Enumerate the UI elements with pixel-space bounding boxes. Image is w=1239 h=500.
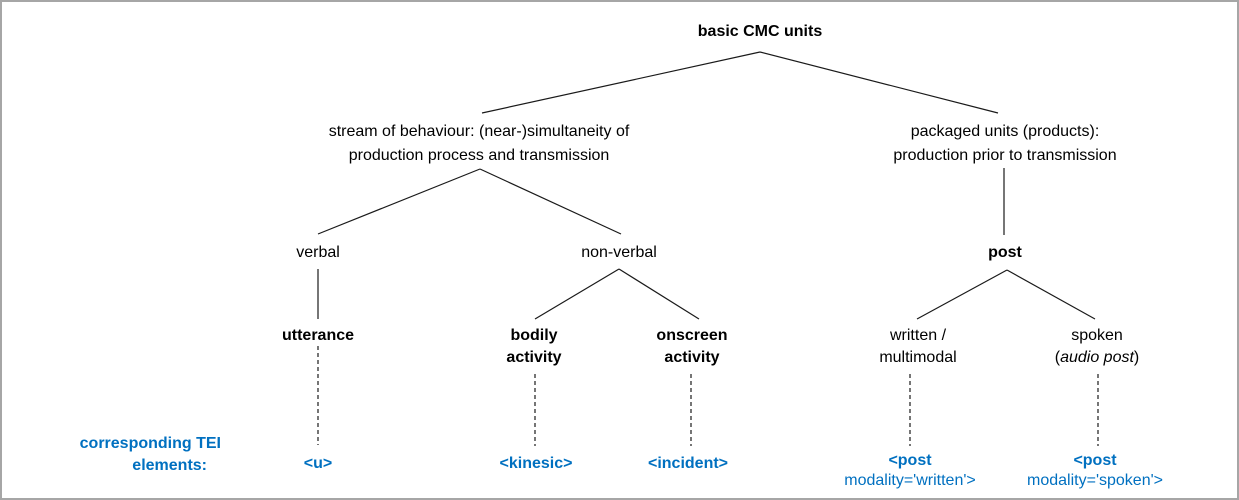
node-basic-cmc-units: basic CMC units <box>697 23 823 40</box>
connector-post-spoken <box>1006 269 1096 320</box>
connector-post-written <box>916 269 1008 320</box>
tei-post-written-line1: <post <box>888 452 932 469</box>
tei-element-u: <u> <box>303 455 333 472</box>
node-spoken-audio-post: spoken (audio post) <box>1055 325 1140 369</box>
node-packaged-line1: packaged units (products): <box>910 123 1100 140</box>
connector-nonverbal-onscreen <box>618 268 700 320</box>
tei-post-spoken-line1: <post <box>1073 452 1117 469</box>
tei-element-kinesic: <kinesic> <box>499 455 573 472</box>
paren-open: ( <box>1054 349 1061 366</box>
connector-root-packaged <box>759 51 999 114</box>
connector-stream-nonverbal <box>479 168 622 235</box>
connector-nonverbal-bodily <box>534 268 620 320</box>
node-written-line2: multimodal <box>879 349 957 366</box>
node-written-line1: written / <box>889 327 947 344</box>
node-stream-of-behaviour: stream of behaviour: (near-)simultaneity… <box>329 120 630 168</box>
node-stream-line2: production process and transmission <box>348 147 610 164</box>
tei-element-post-spoken: <post modality='spoken'> <box>1027 451 1163 491</box>
connector-stream-verbal <box>317 168 481 235</box>
audio-post-italic: audio post <box>1060 349 1134 366</box>
tei-row-label-line1: corresponding TEI <box>79 435 221 452</box>
tei-element-incident: <incident> <box>647 455 729 472</box>
node-onscreen-activity: onscreen activity <box>656 325 727 369</box>
node-packaged-line2: production prior to transmission <box>893 147 1117 164</box>
node-nonverbal: non-verbal <box>581 244 657 261</box>
connector-root-stream <box>481 51 761 114</box>
node-stream-line1: stream of behaviour: (near-)simultaneity… <box>328 123 630 140</box>
node-onscreen-line2: activity <box>664 349 720 366</box>
node-written-multimodal: written / multimodal <box>879 325 956 369</box>
tei-post-written-line2: modality='written'> <box>844 472 976 489</box>
tei-post-spoken-line2: modality='spoken'> <box>1027 472 1163 489</box>
node-bodily-line2: activity <box>506 349 562 366</box>
node-utterance: utterance <box>281 327 355 344</box>
tei-row-label-line2: elements: <box>132 457 207 474</box>
node-bodily-line1: bodily <box>510 327 558 344</box>
paren-close: ) <box>1133 349 1140 366</box>
node-post: post <box>988 244 1022 261</box>
node-spoken-line2: (audio post) <box>1055 347 1140 369</box>
node-bodily-activity: bodily activity <box>506 325 561 369</box>
node-packaged-units: packaged units (products): production pr… <box>893 120 1116 168</box>
node-spoken-line1: spoken <box>1071 327 1123 344</box>
node-verbal: verbal <box>296 244 340 261</box>
node-onscreen-line1: onscreen <box>656 327 728 344</box>
tei-element-post-written: <post modality='written'> <box>844 451 976 491</box>
